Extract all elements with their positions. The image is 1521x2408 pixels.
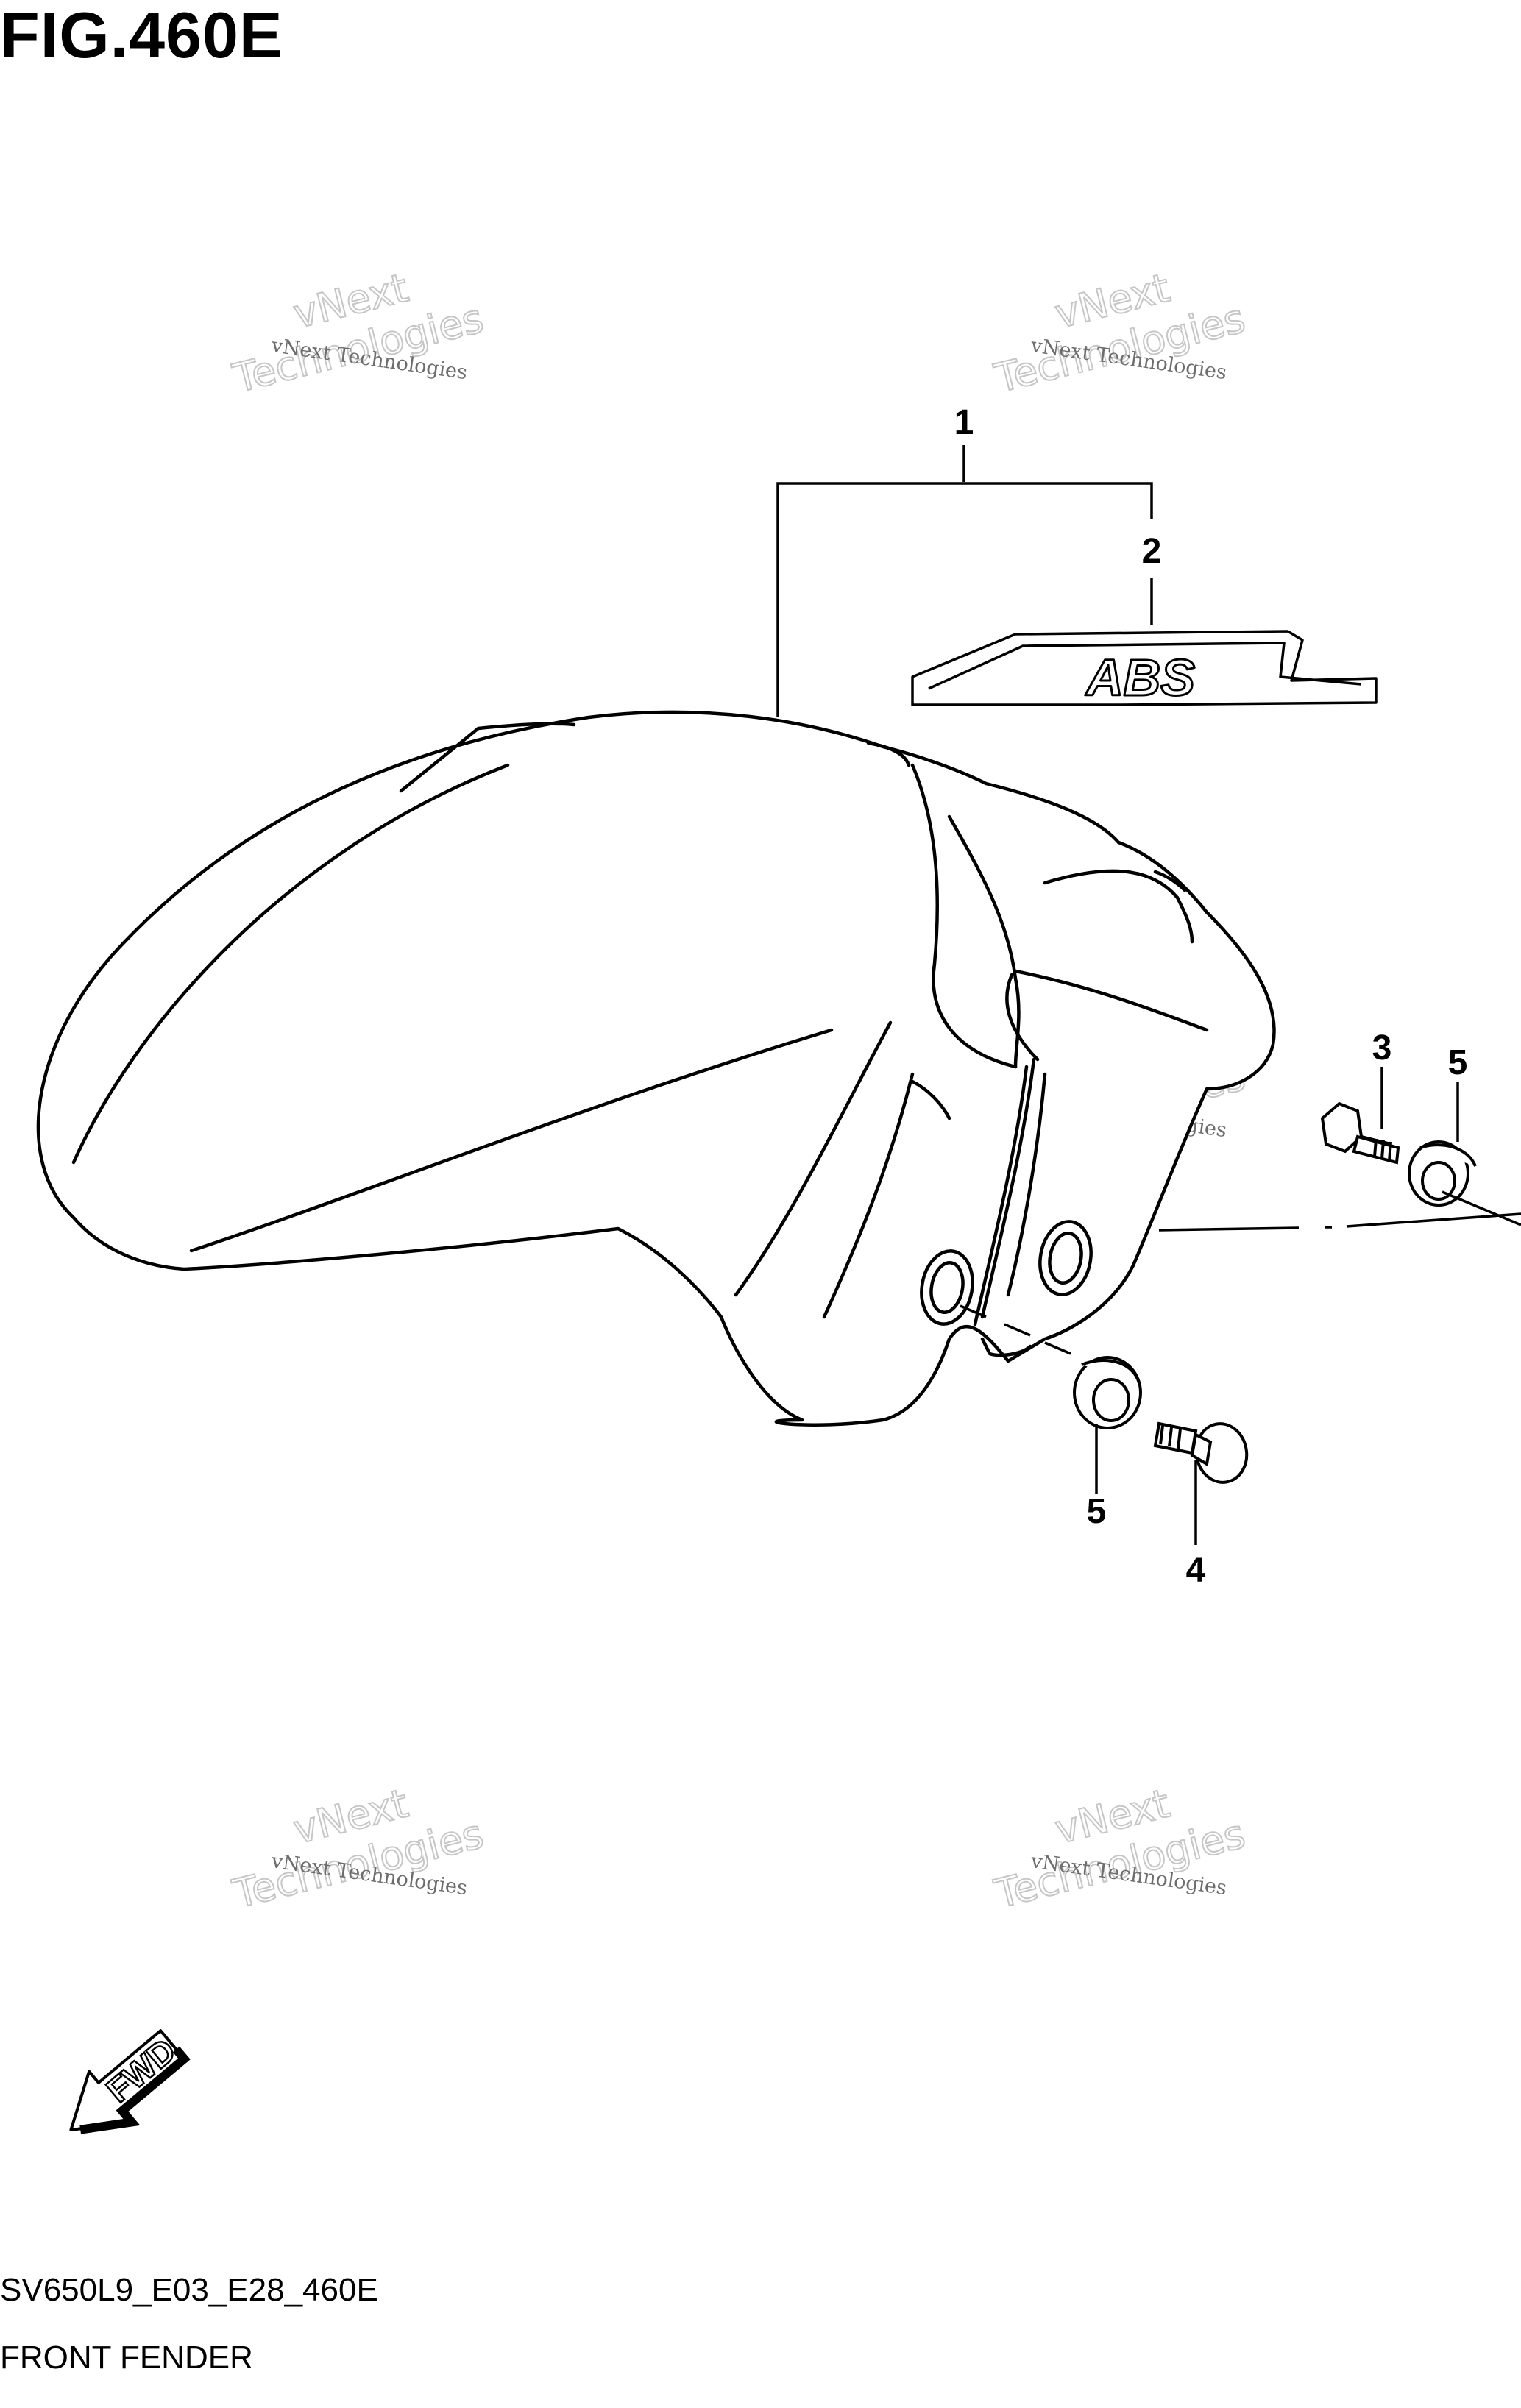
callout-1: 1 xyxy=(954,403,974,442)
callout-5-right: 5 xyxy=(1448,1043,1468,1082)
assembly-line-right xyxy=(1158,1190,1521,1232)
grommet-5-right xyxy=(1408,1140,1477,1207)
assembly-line-bottom xyxy=(960,1304,1071,1355)
callout-2: 2 xyxy=(1142,532,1162,571)
grommet-5-bottom xyxy=(1073,1356,1142,1429)
bolt-3 xyxy=(1320,1101,1400,1165)
callout-3: 3 xyxy=(1372,1029,1392,1068)
diagram-code: SV650L9_E03_E28_460E xyxy=(0,2272,378,2308)
callout-4: 4 xyxy=(1186,1551,1206,1590)
diagram-name: FRONT FENDER xyxy=(0,2340,253,2376)
abs-decal-text: ABS xyxy=(1085,649,1195,706)
front-fender xyxy=(36,710,1276,1427)
figure-title: FIG.460E xyxy=(0,0,283,71)
abs-decal: ABS xyxy=(911,630,1378,708)
fwd-arrow-icon: FWD xyxy=(69,2029,191,2134)
bracket-lines xyxy=(776,445,1153,717)
callout-5-bottom: 5 xyxy=(1087,1492,1107,1531)
bolt-4 xyxy=(1153,1421,1249,1484)
